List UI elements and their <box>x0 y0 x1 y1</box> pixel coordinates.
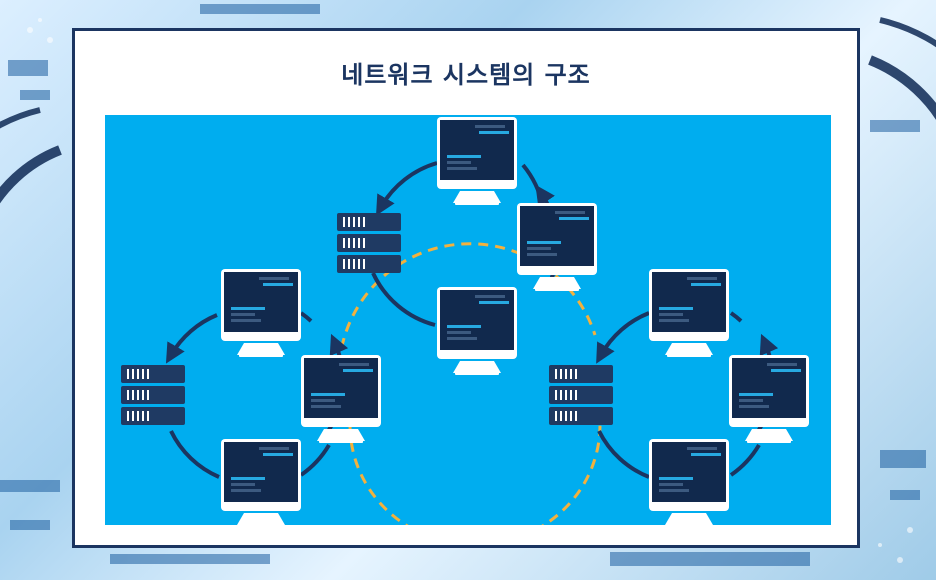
server-rack-icon <box>337 213 401 273</box>
ring-arc <box>597 430 650 479</box>
network-diagram <box>105 115 831 525</box>
diagram-card: 네트워크 시스템의 구조 <box>72 28 860 548</box>
cluster-top <box>337 117 597 375</box>
ring-arc <box>299 311 313 323</box>
cluster-right <box>549 269 809 525</box>
server-rack-icon <box>121 365 185 425</box>
dashed-link-lower <box>348 424 602 525</box>
curved-arrow-icon <box>376 161 438 216</box>
cluster-left <box>121 269 381 525</box>
server-rack-icon <box>549 365 613 425</box>
ring-arc <box>299 443 331 477</box>
ring-arc <box>729 443 761 477</box>
ring-arc <box>169 430 220 479</box>
ring-arc <box>371 272 436 327</box>
curved-arrow-icon <box>596 311 650 364</box>
page-title: 네트워크 시스템의 구조 <box>341 61 591 89</box>
curved-arrow-icon <box>165 313 218 364</box>
ring-arc <box>729 311 743 323</box>
